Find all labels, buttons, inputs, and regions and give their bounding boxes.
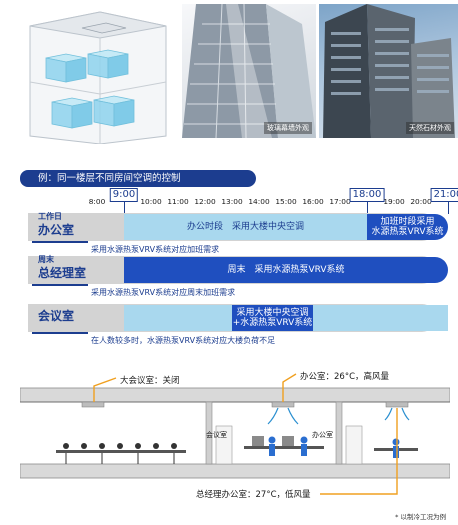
schedule-segment: 加班时段采用 水源热泵VRV系统 — [367, 214, 448, 240]
glass-curtain-wall-photo: 玻璃幕墙外观 — [182, 4, 316, 138]
row-note: 在人数较多时，水源热泵VRV系统对应大楼负荷不足 — [91, 336, 276, 345]
time-tick: 18:00 — [349, 188, 385, 202]
time-tick: 21:00 — [430, 188, 458, 202]
time-tick: 16:00 — [302, 197, 324, 206]
room-label-underline — [32, 284, 88, 286]
time-tick: 9:00 — [109, 188, 139, 202]
room-label: 办公室 — [38, 223, 75, 237]
photo-caption: 玻璃幕墙外观 — [264, 122, 312, 134]
footnote: * 以制冷工况为例 — [395, 513, 446, 521]
schedule-segment: 采用大楼中央空调 +水源热泵VRV系统 — [232, 305, 313, 331]
conference-room-callout: 大会议室：关闭 — [120, 376, 180, 386]
row-note: 采用水源热泵VRV系统对应加班需求 — [91, 245, 220, 254]
time-marker-line — [124, 202, 125, 214]
time-tick: 19:00 — [383, 197, 405, 206]
schedule-band: 采用大楼中央空调 +水源热泵VRV系统 — [28, 304, 448, 332]
top-illustrations: 玻璃幕墙外观 天然石材外观 — [8, 4, 458, 144]
time-tick: 8:00 — [88, 197, 106, 206]
isometric-room-illustration — [29, 11, 167, 144]
room-label: 总经理室 — [38, 266, 87, 280]
row-note: 采用水源热泵VRV系统对应周末加班需求 — [91, 288, 236, 297]
schedule-segment — [313, 305, 448, 331]
office-room-label: 办公室 — [312, 431, 333, 439]
meeting-room-label: 会议室 — [206, 431, 227, 439]
stone-facade-photo: 天然石材外观 — [319, 4, 458, 138]
glass-building-image — [182, 4, 316, 138]
room-label: 会议室 — [38, 309, 75, 323]
time-tick: 14:00 — [248, 197, 270, 206]
stone-building-image — [323, 4, 455, 138]
time-tick: 13:00 — [221, 197, 243, 206]
time-tick: 15:00 — [275, 197, 297, 206]
time-tick: 17:00 — [329, 197, 351, 206]
schedule-band: 周末 采用水源热泵VRV系统 — [28, 256, 448, 284]
time-tick: 10:00 — [140, 197, 162, 206]
schedule-segment — [124, 305, 232, 331]
row-day-type: 周末 — [38, 255, 54, 264]
schedule-segment: 周末 采用水源热泵VRV系统 — [124, 257, 448, 283]
schedule-title: 例：同一楼层不同房间空调的控制 — [20, 170, 256, 187]
schedule-segment: 办公时段 采用大楼中央空调 — [124, 214, 367, 240]
time-marker-line — [367, 202, 368, 214]
room-label-underline — [32, 332, 88, 334]
time-tick: 12:00 — [194, 197, 216, 206]
floor-section-drawing — [19, 373, 451, 495]
room-label-underline — [32, 241, 88, 243]
time-tick: 20:00 — [410, 197, 432, 206]
schedule-band: 办公时段 采用大楼中央空调加班时段采用 水源热泵VRV系统 — [28, 213, 448, 241]
time-marker-line — [448, 202, 449, 214]
floor-plan: 大会议室：关闭 办公室：26°C，高风量 总经理办公室：27°C，低风量 会议室… — [19, 368, 451, 503]
photo-caption: 天然石材外观 — [406, 122, 454, 134]
row-day-type: 工作日 — [38, 212, 62, 221]
time-tick: 11:00 — [167, 197, 189, 206]
office-callout: 办公室：26°C，高风量 — [300, 372, 390, 382]
manager-office-callout: 总经理办公室：27°C，低风量 — [196, 490, 311, 500]
